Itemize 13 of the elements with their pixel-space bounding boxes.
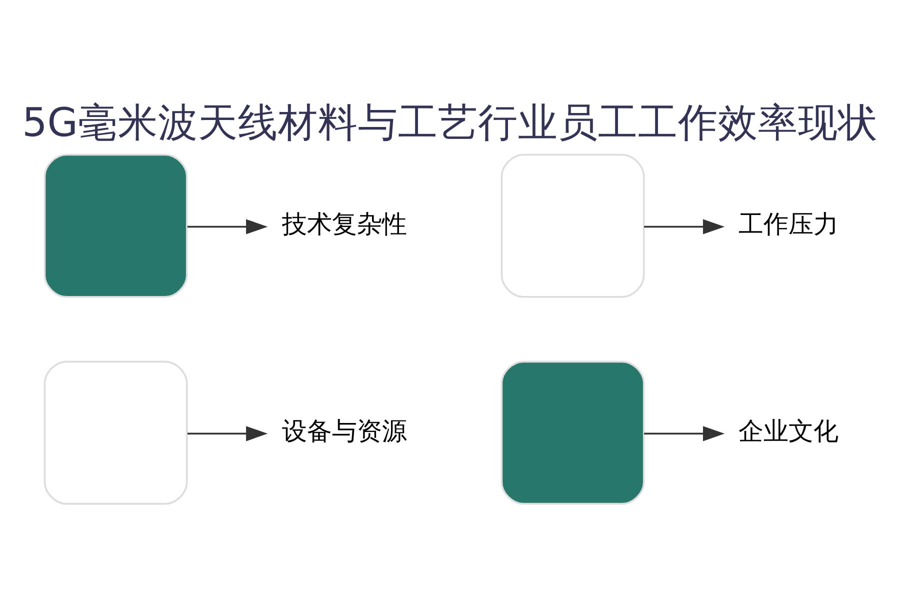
node-box [44,153,188,298]
node-text: 设备与资源 [282,416,407,445]
node-box [500,360,645,504]
arrow [644,426,725,441]
arrow [644,218,725,234]
arrow [187,218,268,234]
node-text: 技术复杂性 [282,208,407,238]
node-box [500,153,645,298]
node-box [44,360,188,504]
node-text: 企业文化 [738,416,839,445]
diagram-title: 5G毫米波天线材料与工艺行业员工工作效率现状 [22,100,878,146]
arrow [187,426,268,441]
node-text: 工作压力 [738,208,839,238]
